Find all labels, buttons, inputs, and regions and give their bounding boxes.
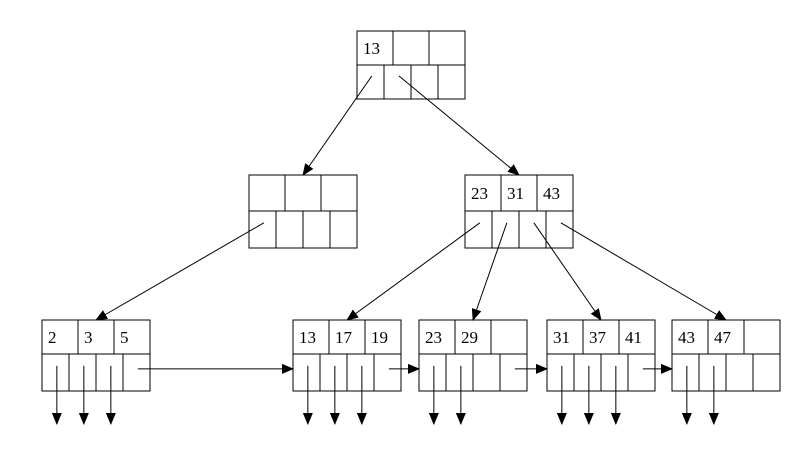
key-internal-right-0: 23 (471, 184, 488, 203)
child-link-root-to-internal-right (398, 75, 520, 176)
key-leaf-1-2: 5 (120, 328, 129, 347)
key-leaf-3-0: 23 (425, 328, 442, 347)
child-link-root-to-internal-left (302, 75, 373, 176)
key-leaf-4-1: 37 (589, 328, 607, 347)
tree-node-leaf-3: 23 29 (418, 319, 528, 392)
key-leaf-4-0: 31 (553, 328, 570, 347)
child-link-internal-right-to-leaf-3 (471, 222, 508, 321)
tree-node-leaf-1: 2 3 5 (41, 319, 151, 392)
key-leaf-3-1: 29 (461, 328, 478, 347)
child-link-internal-right-to-leaf-5 (560, 222, 727, 321)
child-link-internal-left-to-leaf-1 (95, 222, 265, 321)
key-leaf-5-0: 43 (678, 328, 695, 347)
key-internal-right-2: 43 (543, 184, 560, 203)
key-root-0: 13 (363, 39, 380, 58)
tree-node-root: 13 (356, 30, 466, 100)
key-leaf-2-2: 19 (371, 328, 388, 347)
edges-layer (51, 75, 727, 425)
child-link-internal-right-to-leaf-2 (346, 222, 481, 321)
key-leaf-5-1: 47 (714, 328, 732, 347)
tree-node-internal-right: 23 31 43 (464, 174, 574, 249)
key-leaf-1-1: 3 (84, 328, 93, 347)
tree-node-leaf-5: 43 47 (671, 319, 781, 392)
tree-node-internal-left (248, 174, 358, 249)
child-link-internal-right-to-leaf-4 (533, 222, 602, 321)
key-leaf-2-1: 17 (335, 328, 353, 347)
key-leaf-1-0: 2 (48, 328, 57, 347)
tree-node-leaf-2: 13 17 19 (292, 319, 402, 392)
key-leaf-4-2: 41 (625, 328, 642, 347)
tree-node-leaf-4: 31 37 41 (546, 319, 656, 392)
key-internal-right-1: 31 (507, 184, 524, 203)
key-leaf-2-0: 13 (299, 328, 316, 347)
